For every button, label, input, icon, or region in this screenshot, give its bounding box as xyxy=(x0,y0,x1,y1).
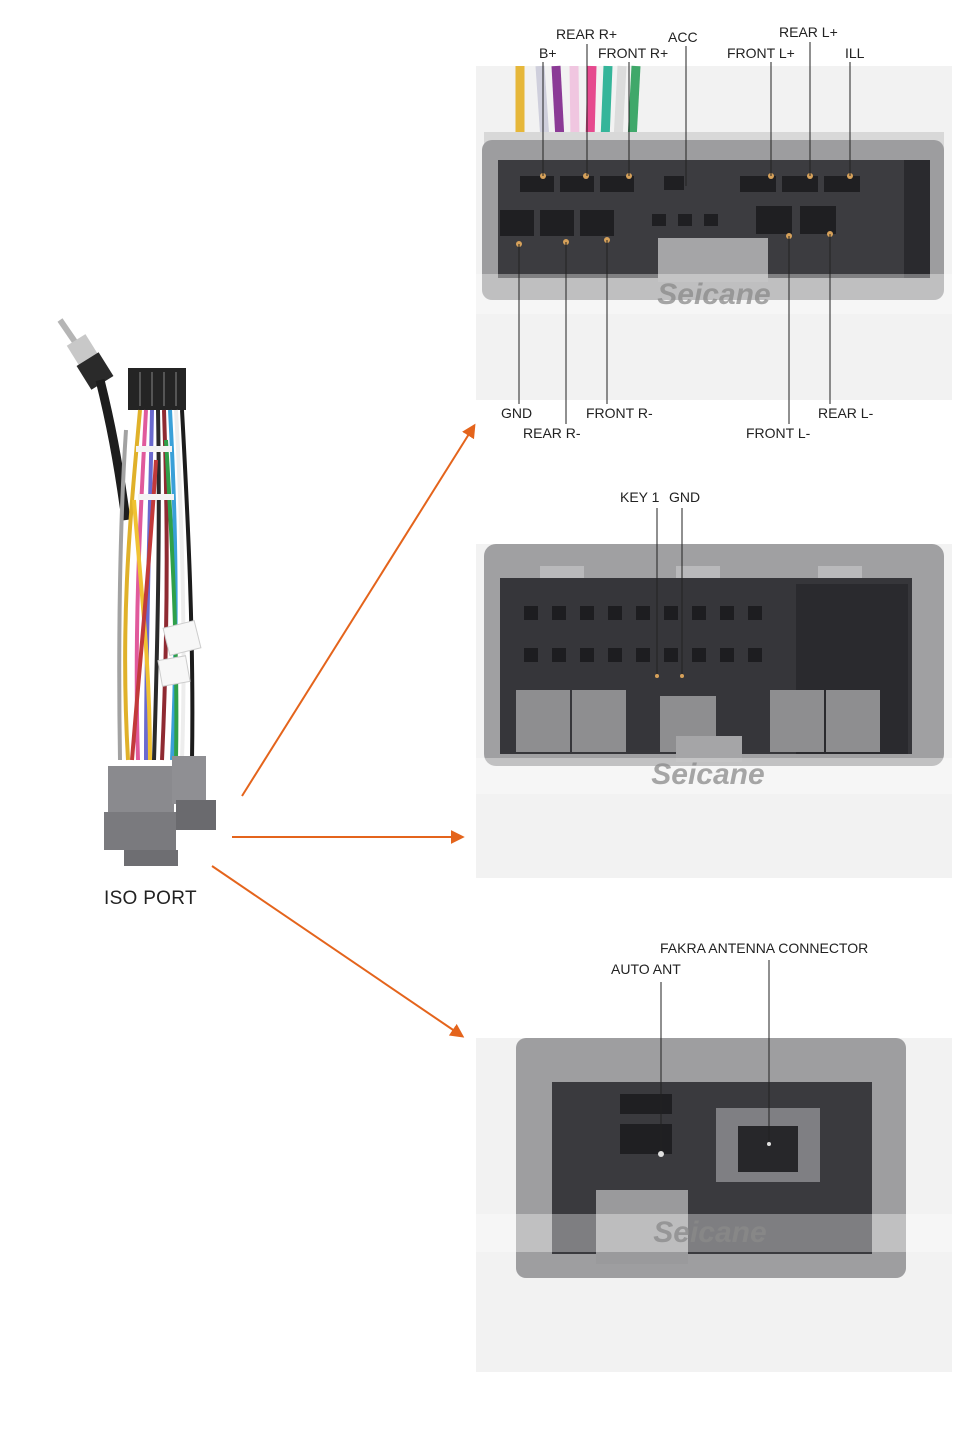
panel-2-power-connector: Seicane xyxy=(476,508,952,878)
pin-label-front-r-minus: FRONT R- xyxy=(586,405,653,421)
wire-tag xyxy=(157,655,191,687)
pin-label-rear-r-plus: REAR R+ xyxy=(556,26,618,42)
pin-label-front-l-minus: FRONT L- xyxy=(746,425,811,441)
pin-label-gnd-2: GND xyxy=(669,489,701,505)
pin-label-front-l-plus: FRONT L+ xyxy=(727,45,795,61)
watermark: Seicane xyxy=(653,1216,766,1249)
wire-bundle xyxy=(117,409,195,761)
cable-tie xyxy=(138,494,174,500)
watermark: Seicane xyxy=(651,758,764,791)
iso-plug xyxy=(104,756,216,866)
arrow-to-panel-3 xyxy=(211,865,465,1038)
connection-arrows xyxy=(211,423,476,1038)
pin-label-rear-r-minus: REAR R- xyxy=(523,425,581,441)
pin-label-key-1: KEY 1 xyxy=(620,489,660,505)
wire-tag xyxy=(162,619,202,657)
pin-label-b-plus: B+ xyxy=(539,45,557,61)
arrow-to-panel-1 xyxy=(241,423,476,797)
pin-label-rear-l-plus: REAR L+ xyxy=(779,24,838,40)
pin-label-gnd: GND xyxy=(501,405,533,421)
pin-label-auto-ant: AUTO ANT xyxy=(611,961,681,977)
panel-1-speaker-connector: Seicane xyxy=(476,42,952,424)
pin-label-front-r-plus: FRONT R+ xyxy=(598,45,669,61)
panel-3-antenna-connector: Seicane xyxy=(476,960,952,1372)
pin-label-rear-l-minus: REAR L- xyxy=(818,405,874,421)
iso-harness-illustration xyxy=(57,318,216,866)
top-connector xyxy=(128,368,186,410)
pin-label-fakra-antenna: FAKRA ANTENNA CONNECTOR xyxy=(660,940,869,956)
pin-label-ill: ILL xyxy=(845,45,865,61)
antenna-plug xyxy=(57,318,131,521)
iso-port-label: ISO PORT xyxy=(104,888,197,909)
watermark: Seicane xyxy=(657,278,770,311)
cable-tie xyxy=(136,446,172,452)
pin-label-acc: ACC xyxy=(668,29,698,45)
